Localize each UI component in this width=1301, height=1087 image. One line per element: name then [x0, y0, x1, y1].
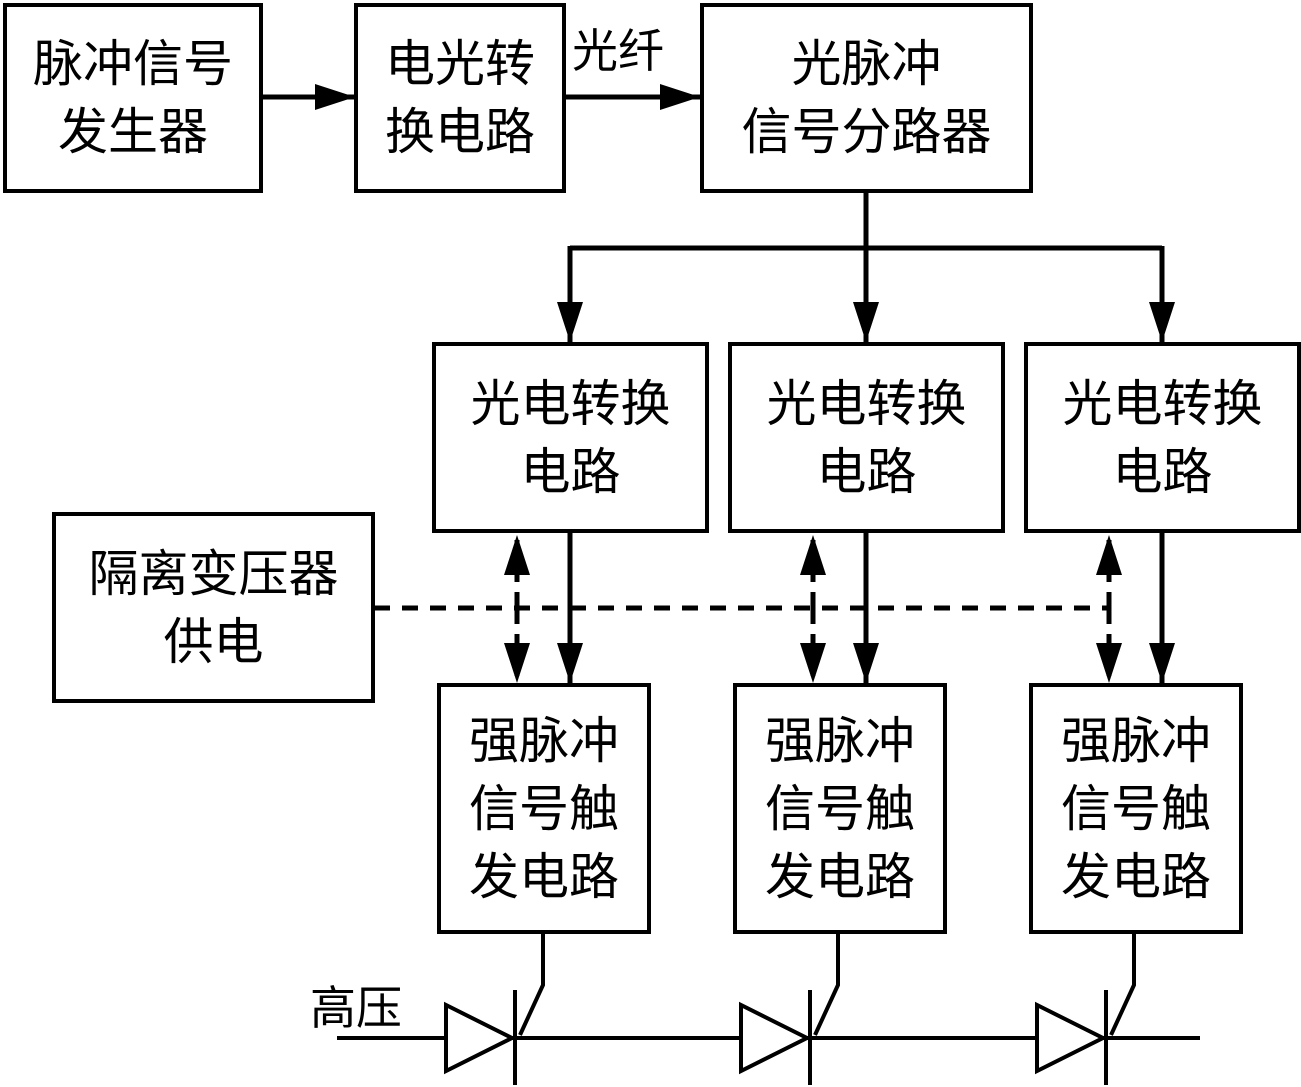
oe-converter-label-3: 光电转换 电路	[1062, 374, 1263, 501]
optical-splitter-label: 光脉冲 信号分路器	[741, 35, 992, 161]
thyristor-symbol-1	[444, 932, 545, 1085]
trigger-circuit-block-1: 强脉冲 信号触 发电路	[437, 683, 651, 934]
oe-converter-block-1: 光电转换 电路	[432, 342, 709, 533]
oe-converter-block-3: 光电转换 电路	[1024, 342, 1301, 533]
trigger-circuit-label-1: 强脉冲 信号触 发电路	[469, 711, 619, 906]
oe-converter-label-2: 光电转换 电路	[766, 374, 967, 501]
high-voltage-label: 高压	[310, 981, 402, 1035]
trigger-circuit-block-3: 强脉冲 信号触 发电路	[1029, 683, 1243, 934]
fiber-label: 光纤	[572, 24, 664, 78]
eo-converter-label: 电光转 换电路	[385, 35, 535, 161]
isolation-transformer-label: 隔离变压器 供电	[88, 544, 339, 671]
thyristor-symbol-3	[1035, 932, 1136, 1085]
trigger-circuit-block-2: 强脉冲 信号触 发电路	[733, 683, 947, 934]
pulse-generator-block: 脉冲信号 发生器	[3, 3, 263, 193]
trigger-circuit-label-2: 强脉冲 信号触 发电路	[765, 711, 915, 906]
oe-converter-label-1: 光电转换 电路	[470, 374, 671, 501]
oe-converter-block-2: 光电转换 电路	[728, 342, 1005, 533]
pulse-generator-label: 脉冲信号 发生器	[33, 35, 233, 161]
thyristor-symbol-2	[739, 932, 840, 1085]
trigger-circuit-label-3: 强脉冲 信号触 发电路	[1061, 711, 1211, 906]
isolation-transformer-block: 隔离变压器 供电	[52, 512, 375, 703]
eo-converter-block: 电光转 换电路	[354, 3, 566, 193]
optical-splitter-block: 光脉冲 信号分路器	[700, 3, 1033, 193]
